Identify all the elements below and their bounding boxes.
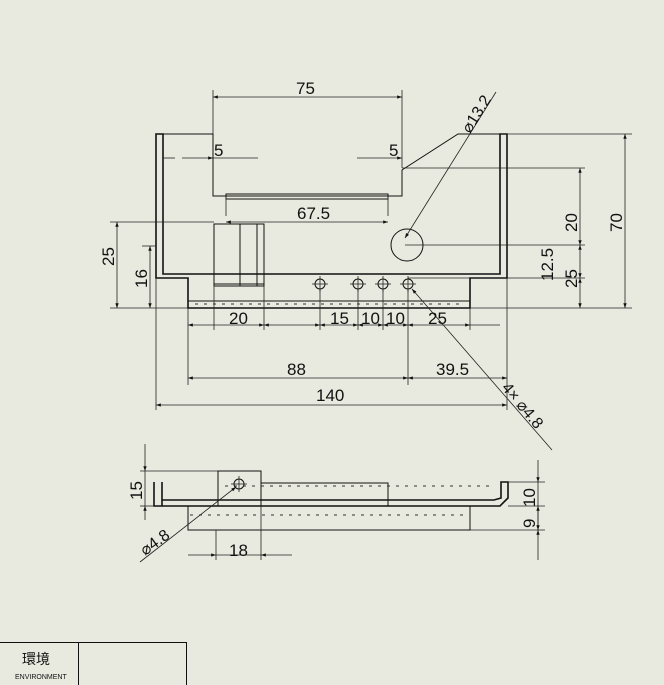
front-view: 75 5 5 67.5 ⌀13.2 70 20 12.5 25 25 16 20…	[99, 79, 632, 451]
side-block	[260, 482, 389, 507]
small-holes	[312, 276, 416, 292]
title-block-label-jp: 環境	[22, 652, 50, 668]
title-block-label-en: ENVIRONMENT	[15, 674, 67, 681]
dim-label: 10	[520, 488, 539, 507]
dim-label: 5	[389, 141, 398, 160]
dim-label: 15	[127, 481, 146, 500]
dim-label-holes: 4× ⌀4.8	[498, 380, 546, 433]
dim-label: 20	[562, 213, 581, 232]
dim-label: 16	[132, 269, 151, 288]
dim-label: 88	[287, 360, 306, 379]
dim-label: 39.5	[436, 360, 469, 379]
dim-label: 12.5	[538, 248, 557, 281]
title-block-divider	[78, 643, 79, 685]
dim-label: 18	[229, 541, 248, 560]
dim-label: 10	[386, 309, 405, 328]
dim-label: 25	[428, 309, 447, 328]
dim-label: 25	[99, 247, 118, 266]
dim-label: 70	[607, 213, 626, 232]
dimension-lines	[115, 91, 627, 451]
dim-label-side-hole: ⌀4.8	[137, 527, 173, 560]
extension-lines	[110, 90, 632, 410]
side-outline	[153, 481, 509, 507]
dim-label: 10	[361, 309, 380, 328]
dim-label: 20	[229, 309, 248, 328]
dim-label-hole: ⌀13.2	[459, 92, 495, 136]
dim-label: 25	[562, 269, 581, 288]
side-view: 15 10 9 18 ⌀4.8	[127, 444, 545, 563]
dim-label: 5	[214, 141, 223, 160]
side-bottom	[187, 506, 471, 531]
dim-label: 15	[330, 309, 349, 328]
dim-label: 67.5	[297, 204, 330, 223]
dimension-labels: 75 5 5 67.5 ⌀13.2 70 20 12.5 25 25 16 20…	[99, 79, 626, 432]
front-outline	[155, 133, 508, 309]
dim-label: 140	[316, 386, 344, 405]
rect-window	[213, 223, 265, 287]
dim-label: 75	[296, 79, 315, 98]
dim-label: 9	[520, 519, 539, 528]
title-block: 環境 ENVIRONMENT	[0, 642, 187, 685]
